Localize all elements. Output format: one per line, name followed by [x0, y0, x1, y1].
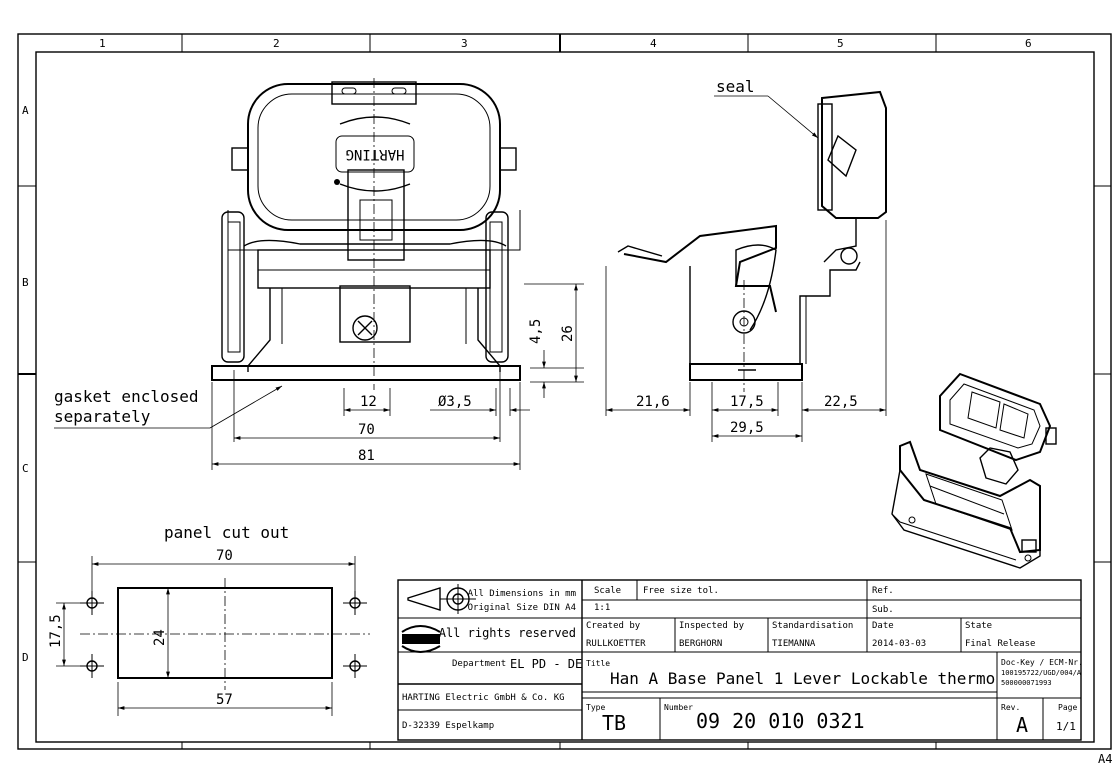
company-name: HARTING Electric GmbH & Co. KG — [402, 693, 565, 703]
state-label: State — [965, 621, 992, 631]
side-base — [689, 261, 861, 365]
dim-12: 12 — [360, 394, 377, 410]
type-label: Type — [586, 703, 605, 712]
isometric-view — [891, 372, 1057, 569]
date-value: 2014-03-03 — [872, 639, 926, 649]
cutout-holes — [80, 591, 367, 678]
front-view: HARTING 12 70 — [211, 78, 584, 470]
front-right-latch — [485, 211, 509, 363]
cutout-dim-24: 24 — [152, 629, 168, 646]
zone-column-labels: 1 2 3 4 5 6 — [99, 37, 1032, 50]
zone-row-b: B — [22, 276, 29, 289]
standardisation-label: Standardisation — [772, 621, 853, 631]
created-value: RULLKOETTER — [586, 639, 646, 649]
dockey-label: Doc-Key / ECM-Nr. — [1001, 658, 1083, 667]
company-address: D-32339 Espelkamp — [402, 721, 494, 731]
dim-21-6: 21,6 — [636, 394, 670, 410]
scale-label: Scale — [594, 586, 621, 596]
side-dimensions: 21,6 17,5 22,5 29,5 — [605, 220, 887, 442]
gasket-label-line1: gasket enclosed — [54, 387, 199, 406]
type-value: TB — [602, 711, 626, 735]
dockey-ecm: 100195722/UGD/004/A — [1001, 669, 1082, 677]
dims-note-2: Original Size DIN A4 — [468, 603, 576, 613]
inspected-label: Inspected by — [679, 621, 745, 631]
scale-value: 1:1 — [594, 603, 610, 613]
document-number: 09 20 010 0321 — [696, 709, 865, 733]
number-label: Number — [664, 703, 693, 712]
rights-text: All rights reserved — [439, 626, 576, 640]
side-view: seal 21,6 17,5 22,5 29,5 — [605, 77, 887, 442]
gasket-label-line2: separately — [54, 407, 151, 426]
rev-label: Rev. — [1001, 703, 1020, 712]
zone-row-labels: A B C D — [22, 104, 29, 664]
projection-symbol-icon — [407, 584, 476, 614]
date-label: Date — [872, 621, 894, 631]
front-dimensions: 12 70 81 Ø3,5 26 4,5 — [211, 283, 584, 470]
zone-col-2: 2 — [273, 37, 280, 50]
sheet-format: A4 — [1098, 752, 1112, 766]
created-label: Created by — [586, 621, 641, 631]
dim-17-5: 17,5 — [730, 394, 764, 410]
cutout-dim-17-5: 17,5 — [48, 614, 64, 648]
dims-note-1: All Dimensions in mm — [468, 589, 576, 599]
inspected-value: BERGHORN — [679, 639, 722, 649]
dim-22-5: 22,5 — [824, 394, 858, 410]
side-lever — [623, 224, 777, 313]
cutout-dim-57: 57 — [216, 692, 233, 708]
dim-26: 26 — [560, 325, 576, 342]
zone-row-a: A — [22, 104, 29, 117]
tolerance-label: Free size tol. — [643, 586, 719, 596]
zone-col-1: 1 — [99, 37, 106, 50]
zone-col-6: 6 — [1025, 37, 1032, 50]
department-label: Department — [452, 659, 506, 669]
drawing-title: Han A Base Panel 1 Lever Lockable thermo — [610, 669, 995, 688]
zone-col-4: 4 — [650, 37, 657, 50]
dim-hole: Ø3,5 — [438, 394, 472, 410]
ref-label: Ref. — [872, 586, 894, 596]
title-block: All Dimensions in mm Original Size DIN A… — [397, 579, 1083, 741]
cutout-title: panel cut out — [164, 523, 289, 542]
front-screw — [352, 315, 378, 341]
dim-29-5: 29,5 — [730, 420, 764, 436]
zone-col-5: 5 — [837, 37, 844, 50]
logo-text: HARTING — [345, 146, 404, 162]
dim-4-5: 4,5 — [528, 319, 544, 344]
zone-row-c: C — [22, 462, 29, 475]
standardisation-value: TIEMANNA — [772, 639, 816, 649]
front-lever — [347, 169, 405, 261]
front-left-latch — [221, 211, 245, 363]
page-value: 1/1 — [1056, 720, 1076, 733]
state-value: Final Release — [965, 639, 1035, 649]
dim-70: 70 — [358, 422, 375, 438]
harting-logo-icon — [401, 625, 441, 653]
front-flange — [211, 365, 521, 381]
zone-row-d: D — [22, 651, 29, 664]
gasket-callout: gasket enclosed separately — [54, 385, 283, 429]
rev-value: A — [1016, 713, 1028, 737]
drawing-frame — [17, 33, 1112, 750]
cutout-dim-70: 70 — [216, 548, 233, 564]
page-label: Page — [1058, 703, 1077, 712]
zone-col-3: 3 — [461, 37, 468, 50]
title-label: Title — [586, 659, 610, 668]
side-hood — [821, 90, 887, 219]
department-value: EL PD - DE — [510, 657, 582, 671]
dim-81: 81 — [358, 448, 375, 464]
panel-cutout-view: panel cut out 70 57 24 17,5 — [48, 523, 370, 716]
dockey-number: 500000071993 — [1001, 679, 1052, 687]
sub-label: Sub. — [872, 605, 894, 615]
side-flange — [689, 363, 803, 381]
seal-label: seal — [716, 77, 755, 96]
